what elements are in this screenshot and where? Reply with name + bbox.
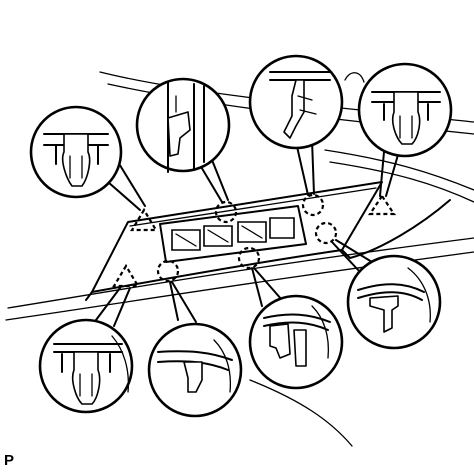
callout-detail-8 [348, 256, 440, 348]
callout-detail-7 [250, 296, 342, 388]
clip-markers [114, 195, 394, 286]
callout-leaders [96, 140, 400, 326]
callout-detail-5 [40, 320, 132, 412]
callout-detail-6 [149, 324, 241, 416]
callout-detail-3 [250, 56, 342, 148]
dashed-circle-icon [216, 202, 236, 222]
dashed-triangle-icon [370, 196, 394, 214]
dashed-circle-icon [239, 248, 259, 268]
callout-detail-2 [137, 79, 229, 172]
dashed-circle-icon [303, 195, 323, 215]
power-window-switch-panel [160, 206, 306, 262]
figure-code-label: P [4, 452, 15, 469]
dashed-triangle-icon [132, 210, 156, 230]
callout-detail-1 [31, 107, 121, 197]
callout-detail-4 [359, 64, 451, 156]
dashed-circle-icon [316, 223, 336, 243]
dashed-circle-icon [158, 261, 178, 281]
dashed-triangle-icon [114, 266, 138, 286]
window-switch-4 [270, 218, 294, 238]
